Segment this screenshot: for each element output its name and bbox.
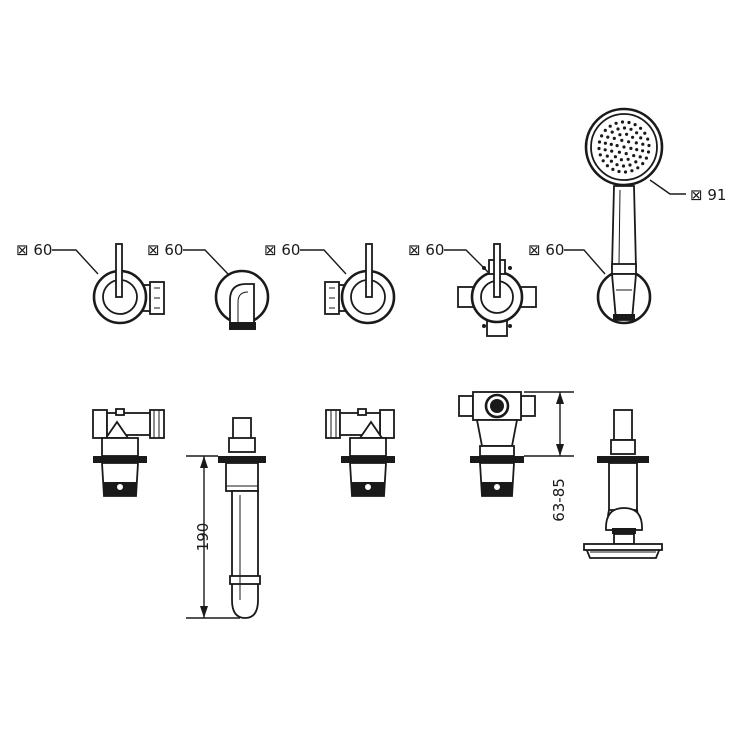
nozzle-dot (639, 136, 643, 140)
nozzle-dot (615, 144, 619, 148)
nozzle-dot (638, 155, 642, 159)
nozzle-dot (615, 163, 619, 167)
handshower-elevation (583, 409, 663, 559)
nozzle-dot (636, 166, 640, 170)
nozzle-dot (639, 126, 643, 130)
nozzle-dot (624, 152, 628, 156)
nozzle-dot (610, 130, 614, 134)
nozzle-dot (646, 137, 650, 141)
nozzle-dot (598, 153, 602, 157)
diameter-label-4: ⊠ 60 (408, 241, 444, 259)
nozzle-dot (617, 169, 621, 174)
nozzle-dot (611, 167, 615, 171)
valve-top-view-2: ⊠ 60 (264, 241, 396, 325)
nozzle-dot (601, 159, 605, 163)
nozzle-dot (629, 146, 633, 150)
diameter-label-5: ⊠ 60 (528, 241, 564, 259)
diameter-label-1: ⊠ 60 (16, 241, 52, 259)
nozzle-dot (629, 127, 633, 131)
nozzle-dot (608, 124, 612, 128)
nozzle-dot (633, 123, 637, 127)
nozzle-dot (606, 135, 610, 139)
spout-top-view: ⊠ 60 (147, 241, 270, 330)
nozzle-dot (634, 141, 638, 145)
nozzle-dot (641, 149, 645, 153)
diameter-label-2: ⊠ 60 (147, 241, 183, 259)
shower-nozzle-pattern (597, 120, 651, 174)
nozzle-dot (622, 126, 627, 130)
nozzle-dot (597, 140, 602, 144)
diameter-label-3: ⊠ 60 (264, 241, 300, 259)
nozzle-dot (631, 135, 635, 139)
nozzle-dot (597, 146, 601, 151)
nozzle-dot (617, 150, 622, 154)
nozzle-dot (641, 142, 645, 146)
diverter-top-view: ⊠ 60 (408, 241, 537, 337)
valve-top-view-1: ⊠ 60 (16, 241, 165, 325)
nozzle-dot (635, 131, 639, 135)
nozzle-dot (619, 158, 624, 162)
nozzle-dot (603, 141, 608, 145)
nozzle-dot (622, 145, 626, 149)
nozzle-dot (618, 133, 622, 137)
diverter-elevation: 63-85 (458, 391, 574, 522)
nozzle-dot (646, 150, 651, 154)
nozzle-dot (605, 164, 610, 168)
nozzle-dot (647, 143, 651, 148)
nozzle-dot (644, 156, 649, 160)
spout-elevation: 190 (186, 417, 266, 619)
diameter-label-6: ⊠ 91 (690, 186, 726, 204)
nozzle-dot (612, 136, 616, 140)
dimension-63-85: 63-85 (550, 478, 568, 522)
handshower-top-view: ⊠ 60 ⊠ 91 (528, 107, 726, 325)
nozzle-dot (635, 148, 639, 152)
nozzle-dot (628, 163, 632, 167)
nozzle-dot (626, 157, 630, 161)
nozzle-dot (627, 120, 631, 125)
nozzle-dot (634, 160, 638, 164)
nozzle-dot (621, 164, 626, 168)
nozzle-dot (609, 159, 614, 163)
nozzle-dot (600, 134, 604, 138)
valve-elevation-2 (325, 408, 395, 497)
dimension-190: 190 (194, 523, 212, 552)
valve-elevation-1 (92, 408, 165, 497)
nozzle-dot (627, 140, 631, 144)
nozzle-dot (616, 127, 620, 131)
nozzle-dot (605, 154, 609, 158)
nozzle-dot (623, 170, 628, 174)
nozzle-dot (614, 121, 618, 125)
nozzle-dot (620, 138, 624, 142)
nozzle-dot (643, 131, 647, 135)
nozzle-dot (610, 149, 614, 153)
nozzle-dot (632, 154, 636, 158)
nozzle-dot (613, 155, 618, 159)
nozzle-dot (620, 120, 625, 124)
nozzle-dot (603, 148, 607, 152)
nozzle-dot (630, 169, 634, 173)
nozzle-dot (641, 162, 645, 166)
nozzle-dot (625, 132, 629, 136)
nozzle-dot (603, 128, 607, 132)
nozzle-dot (609, 142, 613, 146)
